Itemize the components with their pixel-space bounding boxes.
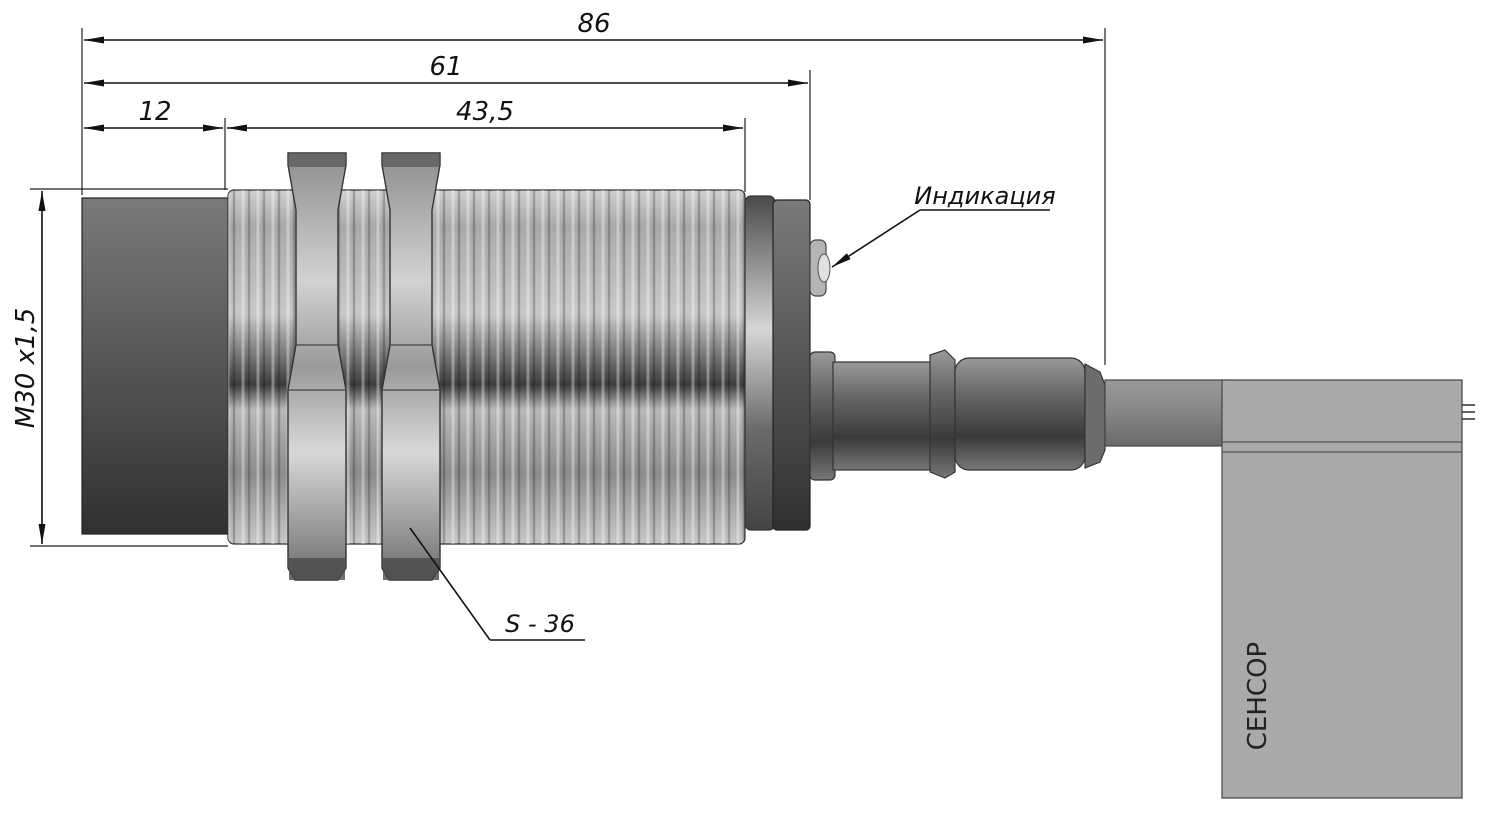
- indicator-callout: Индикация: [831, 182, 1056, 268]
- lock-nut-1: [287, 152, 347, 581]
- nut-size-label: S - 36: [505, 610, 575, 638]
- dimension-label-housing: 61: [429, 52, 462, 82]
- dimension-label-front: 12: [138, 97, 171, 127]
- dimension-thread-size: M30 x1,5: [11, 191, 46, 544]
- dimension-label-thread: 43,5: [456, 97, 514, 127]
- rear-cap: [772, 199, 811, 531]
- tag-label: СЕНСОР: [1243, 642, 1273, 750]
- extension-lines: [30, 28, 1106, 547]
- dimension-label-thread-size: M30 x1,5: [11, 308, 41, 429]
- dimension-overall: 86: [84, 9, 1103, 44]
- lock-nut-2: [381, 152, 441, 581]
- nut-size-callout: S - 36: [409, 527, 585, 641]
- sensing-face-cap: [81, 197, 229, 535]
- led-indicator: [809, 239, 831, 297]
- dimension-thread: 43,5: [227, 97, 743, 132]
- sensor-tag: СЕНСОР: [1221, 379, 1475, 799]
- cable: [1104, 379, 1231, 447]
- wire-ends: [1462, 404, 1475, 420]
- cable-gland: [809, 349, 1106, 481]
- rear-flange: [744, 195, 776, 531]
- dimension-housing: 61: [84, 52, 808, 87]
- threaded-housing: [227, 189, 746, 545]
- indicator-label: Индикация: [914, 182, 1055, 210]
- dimension-front: 12: [84, 97, 223, 132]
- dimension-label-overall: 86: [577, 9, 610, 39]
